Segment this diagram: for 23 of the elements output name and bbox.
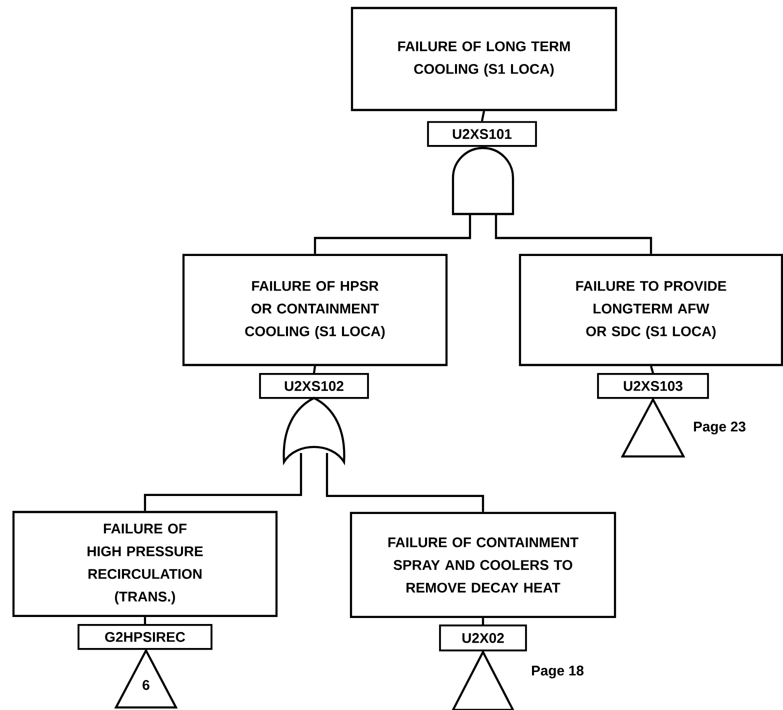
connector-line — [326, 453, 484, 512]
connector-line — [144, 617, 146, 624]
event-box: FAILURE TO PROVIDE LONGTERM AFW OR SDC (S1 LOCA) — [518, 254, 783, 366]
page-reference: Page 18 — [532, 666, 584, 678]
gate-id-tag: G2HPSIREC — [78, 624, 212, 650]
gate-id-tag: U2XS102 — [259, 373, 369, 399]
connector-line — [480, 110, 486, 122]
page-reference: Page 23 — [694, 422, 746, 434]
or-gate — [282, 396, 346, 464]
gate-id-tag: U2XS103 — [597, 373, 709, 399]
connector-line — [482, 618, 484, 625]
event-box: FAILURE OF HIGH PRESSURE RECIRCULATION (TRANS.) — [12, 510, 278, 618]
connector-line — [312, 366, 316, 374]
connector-line — [314, 214, 472, 254]
connector-line — [494, 214, 652, 254]
connector-line — [144, 453, 302, 511]
event-box: FAILURE OF CONTAINMENT SPRAY AND COOLERS TO REMOVE DECAY HEAT — [350, 512, 616, 618]
event-box: FAILURE OF HPSR OR CONTAINMENT COOLING (S1 LOCA) — [182, 254, 448, 366]
connector-line — [650, 366, 654, 374]
and-gate — [452, 146, 514, 216]
event-box: FAILURE OF LONG TERM COOLING (S1 LOCA) — [350, 6, 618, 112]
gate-id-tag: U2XS101 — [427, 121, 537, 147]
gate-id-tag: U2X02 — [439, 624, 527, 652]
